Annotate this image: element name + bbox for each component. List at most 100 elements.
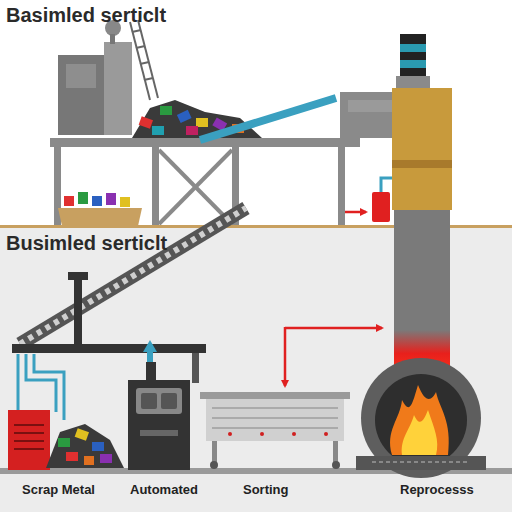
shredder-machine-part (132, 30, 141, 32)
automated-machine-part (136, 388, 182, 414)
lower-conveyor-part (20, 208, 246, 344)
scrap-bin-part (64, 196, 74, 206)
reprocess-furnace-part (375, 374, 467, 466)
reprocess-furnace-part (392, 88, 452, 210)
scrap-pile-part (186, 126, 198, 135)
red-flow-arrows-part (285, 327, 382, 330)
scrap-pile-part (177, 110, 192, 123)
automated-machine-part (128, 380, 190, 470)
reprocess-furnace-part (402, 410, 438, 455)
red-flow-arrows-part (284, 327, 287, 386)
scrap-metal-machine-part (14, 448, 44, 450)
red-canister (345, 178, 396, 222)
reprocess-furnace-part (394, 210, 450, 340)
lower-conveyor-part (20, 208, 246, 344)
lower-conveyor-part (74, 280, 82, 344)
reprocess-furnace-part (392, 160, 452, 168)
blue-pipes-part (147, 352, 153, 362)
shredder-machine-part (136, 46, 145, 48)
stage-label: Scrap Metal (22, 482, 95, 497)
shredder-machine-part (138, 20, 158, 98)
upper-platform-part (159, 150, 232, 224)
scrap-bin (58, 192, 142, 226)
blue-pipes-part (143, 340, 157, 352)
reprocess-furnace-part (372, 461, 470, 463)
upper-platform-part (152, 147, 159, 226)
stage-label: Automated (130, 482, 198, 497)
shredder-machine-part (130, 22, 150, 100)
red-canister-part (372, 192, 390, 222)
shredder-machine-part (66, 64, 96, 88)
automated-machine-part (146, 362, 156, 382)
reprocess-furnace-part (400, 68, 426, 76)
scrap-pile (132, 100, 262, 138)
stage-label: Sorting (243, 482, 289, 497)
upper-conveyor (200, 92, 402, 140)
sorting-table-part (210, 461, 218, 469)
scrap-metal-machine-part (58, 438, 70, 447)
scrap-bin-part (78, 192, 88, 204)
reprocess-furnace-part (356, 456, 486, 470)
sorting-table (200, 392, 350, 469)
reprocess-furnace-part (400, 52, 426, 60)
scrap-metal-machine-part (100, 454, 112, 463)
section-heading: Busimled serticlt (6, 232, 167, 255)
sorting-table-part (332, 461, 340, 469)
lower-conveyor-part (68, 272, 88, 280)
scrap-metal-machine-part (75, 428, 89, 441)
scrap-metal-machine-part (84, 456, 94, 465)
stage-label: Reprocesss (400, 482, 474, 497)
scrap-bin-part (120, 197, 130, 207)
reprocess-furnace-part (400, 44, 426, 52)
sorting-table-part (212, 427, 338, 429)
automated-machine-part (140, 430, 178, 436)
scrap-metal-machine-part (66, 452, 78, 461)
scrap-bin-part (92, 196, 102, 206)
scrap-pile-part (196, 118, 208, 127)
upper-platform-part (159, 150, 232, 224)
shredder-machine-part (144, 78, 153, 80)
scrap-pile-part (139, 116, 153, 129)
red-canister-part (345, 211, 366, 214)
scrap-bin-part (58, 208, 142, 226)
sorting-table-part (212, 417, 338, 419)
shredder-machine-part (104, 42, 132, 135)
sorting-table-part (292, 432, 296, 436)
sorting-table-part (228, 432, 232, 436)
automated-machine-part (141, 393, 157, 409)
scrap-metal-machine-part (14, 432, 44, 434)
reprocess-furnace-part (396, 76, 430, 88)
red-flow-arrows (285, 327, 382, 386)
scrap-metal-machine-part (14, 424, 44, 426)
sorting-table-part (333, 441, 338, 463)
shredder-machine-part (110, 34, 115, 44)
sorting-table-part (260, 432, 264, 436)
scrap-pile-part (160, 106, 172, 115)
automated-machine (128, 362, 190, 470)
sorting-table-part (324, 432, 328, 436)
blue-pipes-part (17, 354, 20, 412)
blue-pipes-part (26, 354, 56, 412)
shredder-machine-part (58, 55, 106, 135)
sorting-table-part (200, 392, 350, 399)
scrap-metal-machine-part (46, 424, 124, 468)
scrap-metal-machine-part (14, 440, 44, 442)
upper-platform-part (338, 147, 345, 226)
reprocess-furnace-part (390, 385, 449, 455)
shredder-machine (58, 20, 158, 135)
scrap-pile-part (132, 100, 262, 138)
sorting-table-part (212, 407, 338, 409)
automated-machine-part (161, 393, 177, 409)
sorting-table-part (206, 399, 344, 441)
scrap-metal-machine-part (92, 442, 104, 451)
upper-conveyor-part (200, 98, 336, 140)
lower-conveyor-part (12, 344, 206, 353)
diagram-title: Basimled serticlt (6, 4, 166, 27)
scrap-bin-part (106, 193, 116, 205)
reprocess-furnace-part (400, 34, 426, 44)
scrap-metal-machine-part (8, 410, 50, 470)
lower-conveyor-part (192, 353, 199, 383)
upper-conveyor-part (348, 100, 394, 112)
